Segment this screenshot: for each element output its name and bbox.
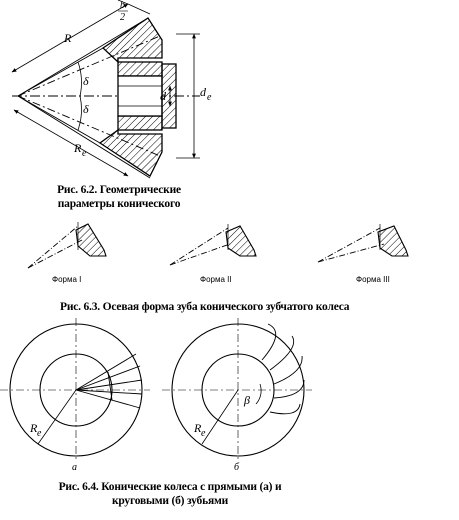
fig-6-4-caption-line2: круговыми (б) зубьями <box>111 495 229 507</box>
wheel-b-sublabel: б <box>234 462 240 473</box>
label-Re-sub: e <box>82 148 87 159</box>
form-1-label: Форма I <box>52 275 81 284</box>
wheel-b-label-Re-sub: e <box>201 428 206 439</box>
label-de: d <box>200 85 207 99</box>
wheel-b-label-Re: R <box>193 421 202 435</box>
fig-6-2-caption-line1: Рис. 6.2. Геометрические <box>57 184 181 196</box>
form-2-label: Форма II <box>200 275 232 284</box>
wheel-a-sublabel: а <box>72 462 77 473</box>
fig-6-4-caption: Рис. 6.4. Конические колеса с прямыми (а… <box>20 480 320 508</box>
wheel-b-spiral-teeth <box>162 318 312 460</box>
label-delta-top: δ <box>83 74 89 88</box>
wheel-a-label-Re: R <box>29 421 38 435</box>
label-Re: R <box>73 141 82 155</box>
label-R: R <box>63 31 72 45</box>
form-2-profile <box>169 224 257 266</box>
gear-section <box>98 17 177 177</box>
fig-6-2-caption: Рис. 6.2. Геометрические параметры конич… <box>34 183 204 211</box>
label-delta-bottom: δ <box>83 102 89 116</box>
label-de-sub: e <box>207 92 212 103</box>
label-d: d <box>160 89 167 103</box>
label-two: 2 <box>120 12 125 23</box>
dimensions <box>11 0 200 177</box>
label-b: b <box>120 0 125 11</box>
wheel-a-label-Re-sub: e <box>37 428 42 439</box>
form-1-profile <box>27 222 107 269</box>
form-3-label: Форма III <box>356 275 390 284</box>
fig-6-3-caption: Рис. 6.3. Осевая форма зуба конического … <box>60 301 350 313</box>
wheel-b-label-beta: β <box>243 393 250 407</box>
wheel-a-straight-teeth <box>0 318 150 460</box>
fig-6-2-caption-line2: параметры конического <box>57 198 181 210</box>
fig-6-4-caption-line1: Рис. 6.4. Конические колеса с прямыми (а… <box>58 481 282 493</box>
form-3-profile <box>317 224 409 263</box>
